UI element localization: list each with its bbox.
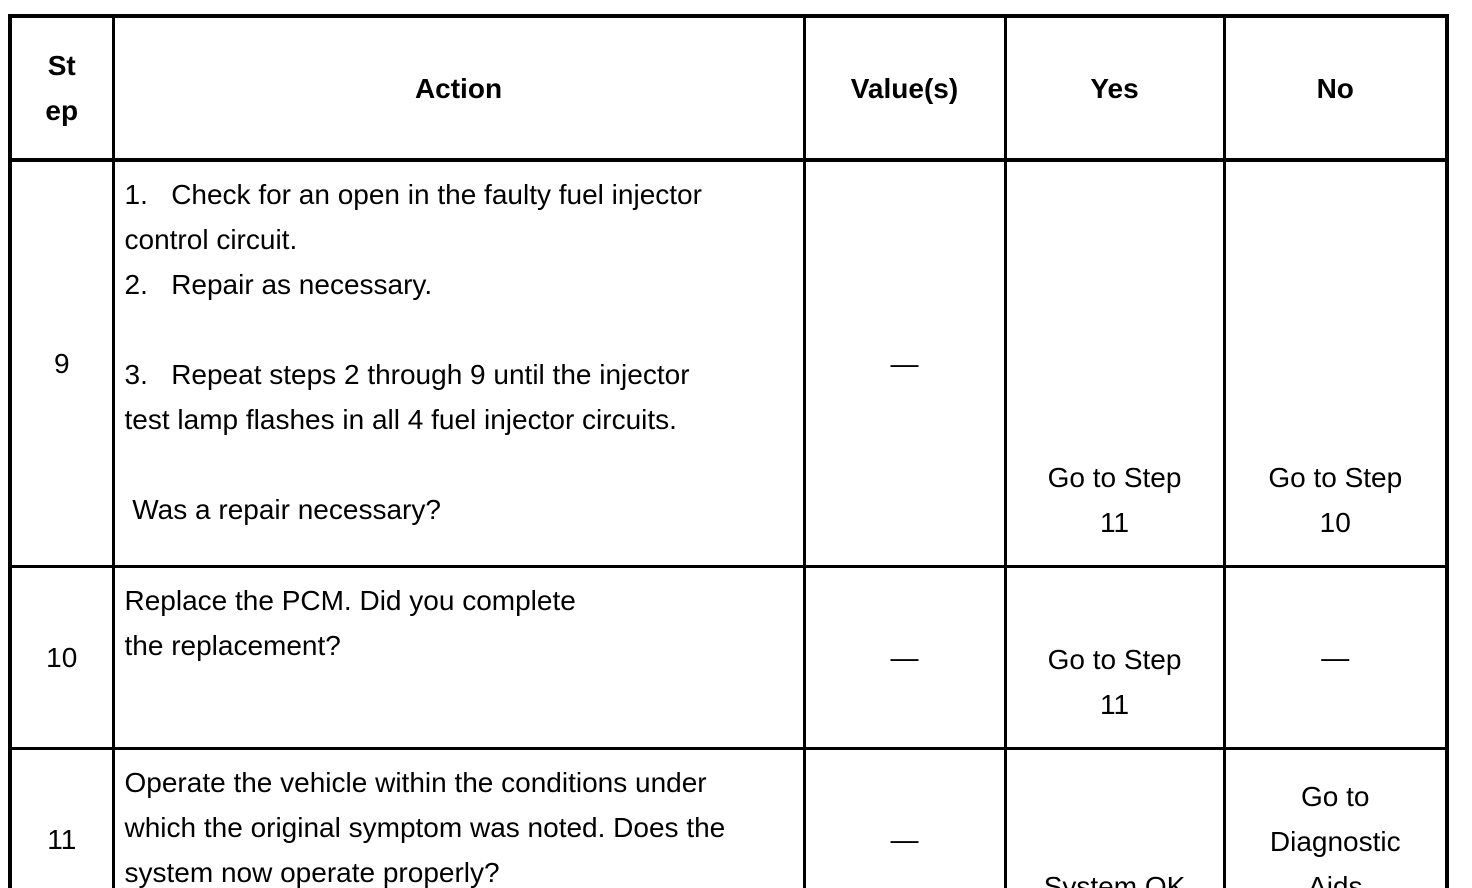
step-9-number-cell: 9 xyxy=(8,158,115,568)
step-11-yes-cell: System OK xyxy=(1003,747,1226,888)
step-11-action-cell: Operate the vehicle within the condition… xyxy=(111,747,806,888)
column-header-yes: Yes xyxy=(1003,14,1226,162)
column-header-step: Step xyxy=(8,14,115,162)
step-10-yes-cell: Go to Step 11 xyxy=(1003,565,1226,750)
step-9-values-cell: — xyxy=(802,158,1007,568)
table-row-step-10: 10 Replace the PCM. Did you complete the… xyxy=(8,565,1449,750)
column-header-values: Value(s) xyxy=(802,14,1007,162)
step-9-action-cell: 1. Check for an open in the faulty fuel … xyxy=(111,158,806,568)
step-11-number-cell: 11 xyxy=(8,747,115,888)
step-10-number-cell: 10 xyxy=(8,565,115,750)
column-header-step-label: Step xyxy=(45,50,79,126)
step-10-no-cell: — xyxy=(1222,565,1449,750)
step-10-action-cell: Replace the PCM. Did you complete the re… xyxy=(111,565,806,750)
column-header-action: Action xyxy=(111,14,806,162)
step-10-values-cell: — xyxy=(802,565,1007,750)
step-9-yes-cell: Go to Step 11 xyxy=(1003,158,1226,568)
step-9-no-cell: Go to Step 10 xyxy=(1222,158,1449,568)
diagnostic-table: Step Action Value(s) Yes No 9 1. Check f… xyxy=(8,14,1449,888)
column-header-no: No xyxy=(1222,14,1449,162)
header-row: Step Action Value(s) Yes No xyxy=(8,14,1449,162)
step-11-values-cell: — xyxy=(802,747,1007,888)
table-row-step-9: 9 1. Check for an open in the faulty fue… xyxy=(8,158,1449,568)
step-11-no-cell: Go to Diagnostic Aids xyxy=(1222,747,1449,888)
table-row-step-11: 11 Operate the vehicle within the condit… xyxy=(8,747,1449,888)
